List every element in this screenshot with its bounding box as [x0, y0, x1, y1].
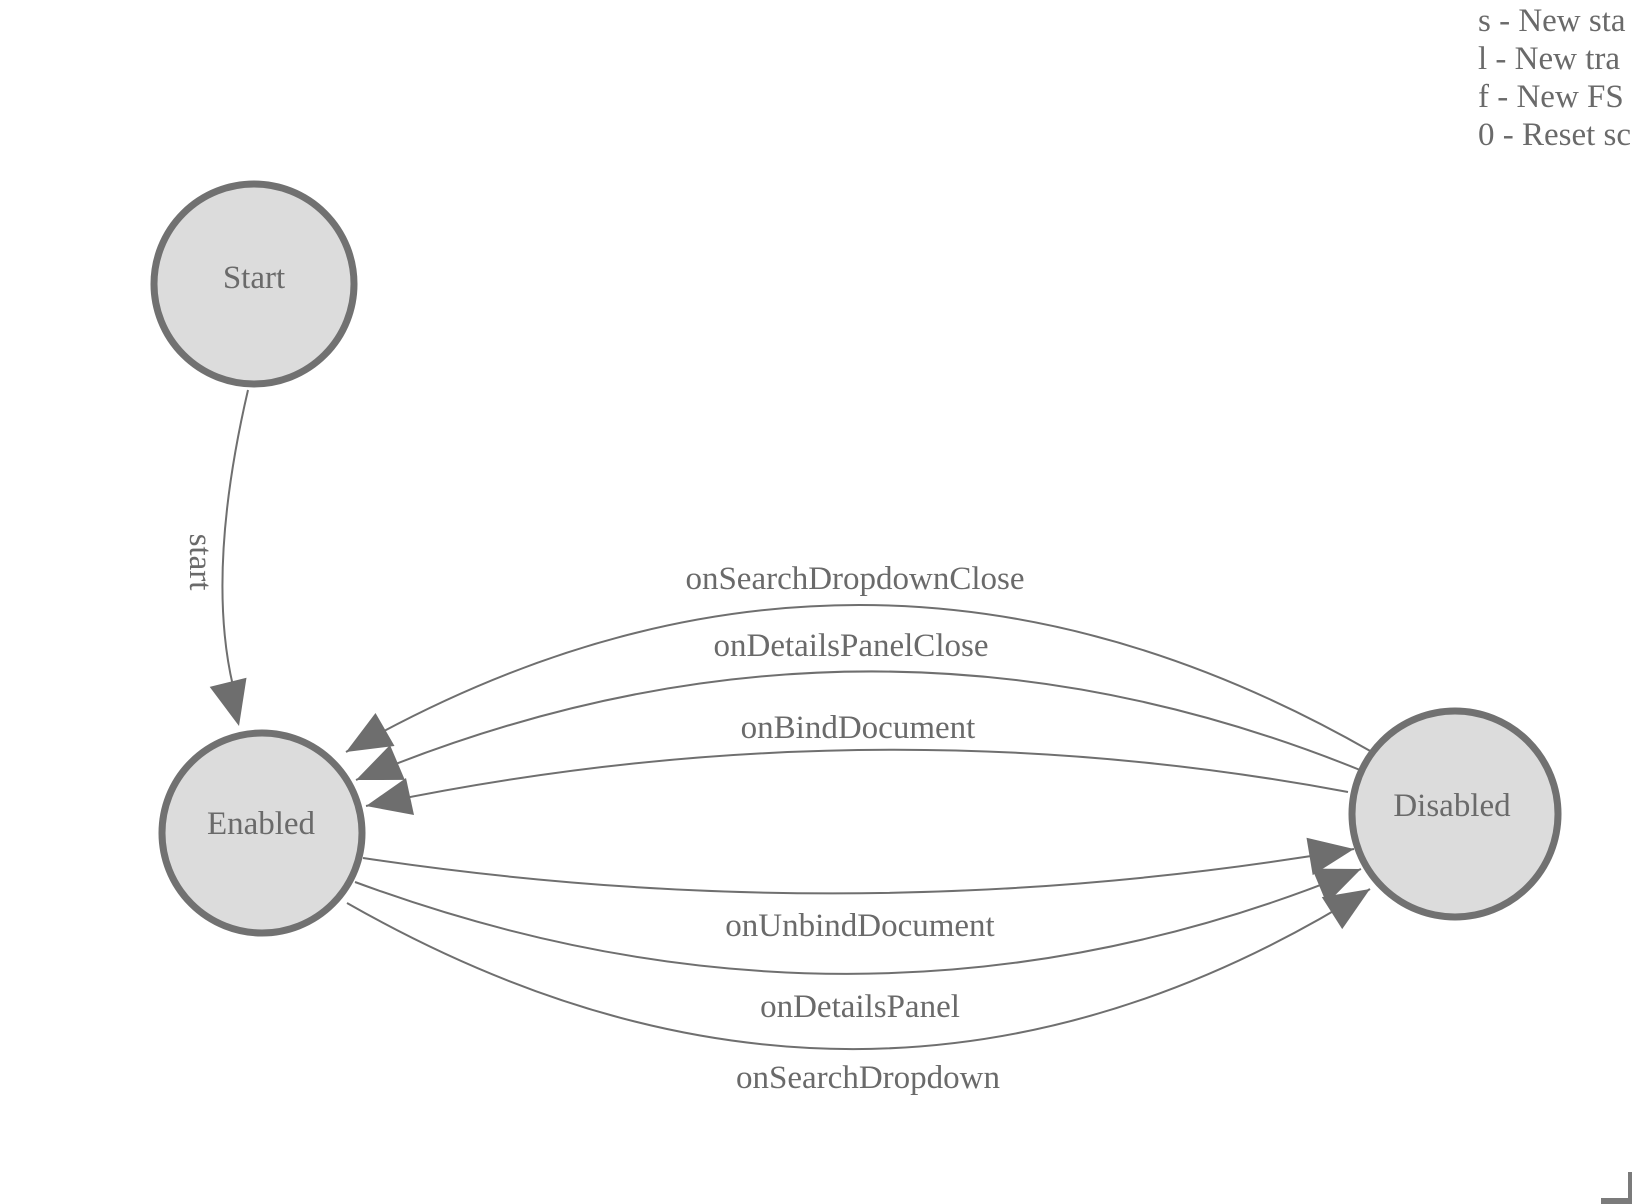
transition-ondetailspanelclose: onDetailsPanelClose — [355, 628, 1361, 781]
state-node-enabled-label: Enabled — [207, 806, 316, 842]
arrowhead-icon — [1321, 889, 1370, 930]
transition-onsearchdropdown-path[interactable] — [346, 888, 1371, 1050]
transition-onsearchdropdownclose-path[interactable] — [345, 604, 1373, 753]
transition-ondetailspanel-path[interactable] — [354, 868, 1362, 975]
arrowhead-icon — [209, 677, 247, 726]
state-node-start: Start — [150, 180, 358, 388]
state-node-start-label: Start — [223, 260, 285, 296]
canvas-corner-marker — [1601, 1172, 1632, 1204]
shortcut-legend-item-new-fsm: f - New FS — [1478, 79, 1624, 115]
transition-ondetailspanel-label: onDetailsPanel — [760, 989, 960, 1025]
transition-onsearchdropdown-label: onSearchDropdown — [736, 1060, 1000, 1096]
transition-onunbinddocument-label: onUnbindDocument — [725, 908, 994, 944]
transition-onbinddocument: onBindDocument — [365, 710, 1349, 815]
state-node-start-circle[interactable] — [150, 180, 358, 388]
state-node-enabled: Enabled — [158, 729, 366, 937]
transition-onbinddocument-label: onBindDocument — [741, 710, 976, 746]
shortcut-legend: s - New sta l - New tra f - New FS 0 - R… — [1478, 2, 1631, 154]
shortcut-legend-item-new-transition: l - New tra — [1478, 41, 1621, 77]
arrowhead-icon — [346, 713, 395, 752]
transition-onsearchdropdown: onSearchDropdown — [346, 888, 1371, 1096]
shortcut-legend-item-reset: 0 - Reset sc — [1478, 117, 1632, 153]
canvas-corner-marker-horizontal — [1601, 1198, 1632, 1204]
canvas-corner-marker-vertical — [1628, 1172, 1632, 1204]
arrowhead-icon — [1312, 868, 1361, 904]
transition-onsearchdropdownclose-label: onSearchDropdownClose — [685, 561, 1024, 597]
shortcut-legend-item-new-state: s - New sta — [1478, 3, 1626, 39]
transition-start-label: start — [182, 534, 218, 591]
state-node-disabled-circle[interactable] — [1348, 707, 1562, 921]
transition-start: start — [182, 389, 249, 726]
state-node-disabled-label: Disabled — [1393, 788, 1511, 824]
transition-onunbinddocument-path[interactable] — [362, 848, 1355, 895]
arrowhead-icon — [356, 745, 405, 780]
transition-ondetailspanelclose-path[interactable] — [355, 670, 1361, 781]
transition-onunbinddocument: onUnbindDocument — [362, 837, 1355, 944]
transition-onbinddocument-path[interactable] — [365, 748, 1349, 807]
arrowhead-icon — [1306, 837, 1354, 876]
state-node-disabled: Disabled — [1348, 707, 1562, 921]
transition-ondetailspanelclose-label: onDetailsPanelClose — [714, 628, 989, 664]
transition-start-path[interactable] — [221, 389, 249, 687]
transition-ondetailspanel: onDetailsPanel — [354, 868, 1362, 1025]
state-node-enabled-circle[interactable] — [158, 729, 366, 937]
arrowhead-icon — [366, 778, 414, 815]
transition-onsearchdropdownclose: onSearchDropdownClose — [345, 561, 1373, 753]
